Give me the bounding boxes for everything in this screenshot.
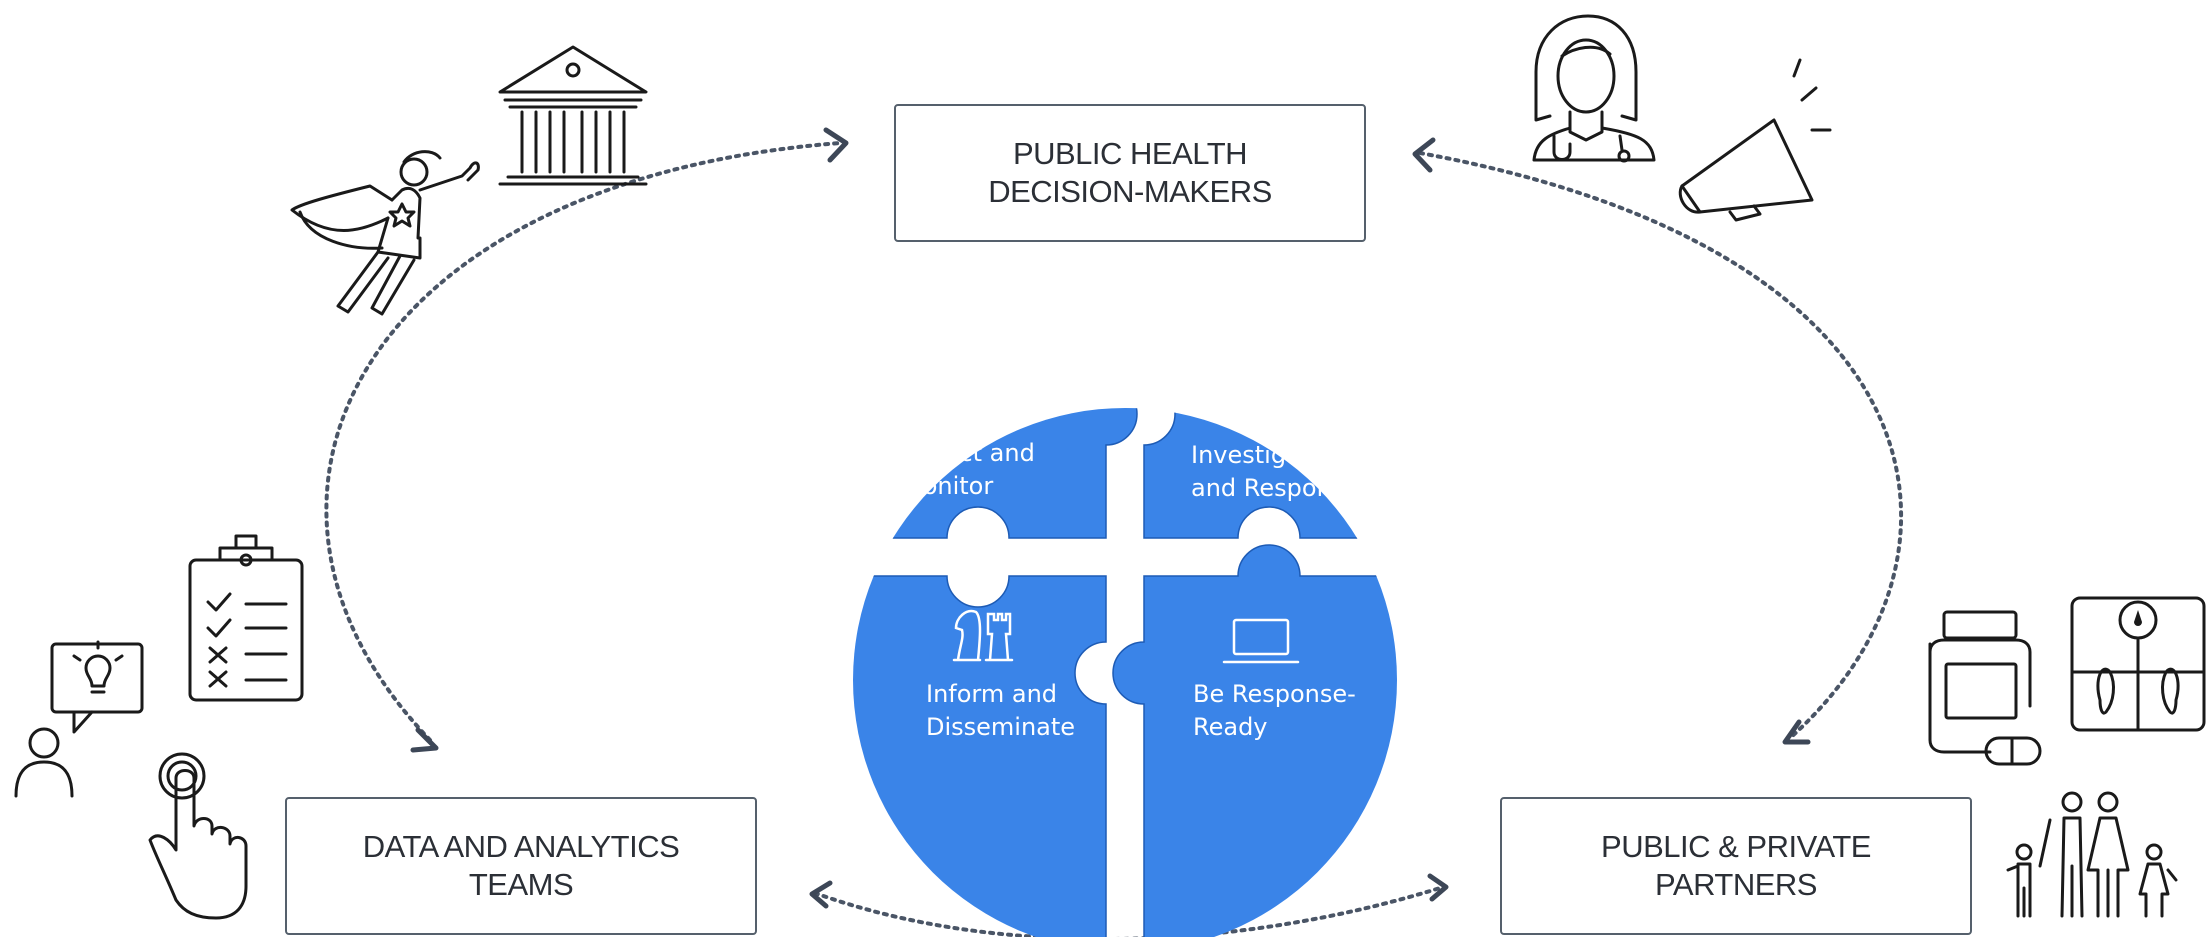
family-icon — [2006, 791, 2178, 918]
decision-makers-line1: PUBLIC HEALTH — [1012, 136, 1248, 171]
medicine-bottle-icon — [1928, 610, 2042, 766]
data-analytics-line2: TEAMS — [468, 867, 574, 902]
arrowhead-bottom-left — [809, 880, 833, 909]
arrowhead-top-right — [1412, 137, 1436, 173]
puzzle-piece-response — [1112, 544, 1397, 937]
decision-makers-box: PUBLIC HEALTH DECISION-MAKERS — [894, 104, 1366, 242]
doctor-icon — [1532, 14, 1656, 163]
arrow-left-to-top — [324, 141, 842, 742]
chess-icon — [952, 609, 1014, 662]
puzzle-bl-line1: Inform and — [926, 680, 1057, 708]
arrow-top-to-right — [1418, 151, 1904, 740]
partners-line1: PUBLIC & PRIVATE — [1601, 829, 1871, 864]
government-building-icon — [498, 45, 648, 186]
puzzle-tl-line1: Detect and — [902, 439, 1035, 467]
puzzle-br-line2: Ready — [1193, 713, 1268, 741]
puzzle-br-line1: Be Response- — [1193, 680, 1356, 708]
puzzle-piece-inform — [853, 575, 1107, 937]
arrowhead-left-bottom — [410, 727, 439, 753]
target-icon — [955, 353, 1016, 417]
partners-line2: PARTNERS — [1655, 867, 1817, 902]
partners-box: PUBLIC & PRIVATE PARTNERS — [1500, 797, 1972, 935]
arrowhead-top-left — [823, 127, 849, 163]
arrowhead-bottom-right — [1427, 873, 1449, 902]
arrowhead-right-bottom — [1782, 719, 1811, 745]
data-analytics-box: DATA AND ANALYTICS TEAMS — [285, 797, 757, 935]
puzzle-tr-line2: and Respond — [1191, 474, 1347, 502]
puzzle-tl-line2: Monitor — [902, 472, 993, 500]
data-analytics-line1: DATA AND ANALYTICS — [362, 829, 680, 864]
weight-scale-icon — [2070, 596, 2206, 732]
megaphone-icon — [1678, 58, 1832, 222]
arrow-left-to-right — [813, 886, 1442, 937]
laptop-icon — [1222, 618, 1300, 664]
clipboard-checklist-icon — [188, 534, 304, 702]
puzzle-tr-line1: Investigate — [1191, 441, 1325, 469]
puzzle-bl-line2: Disseminate — [926, 713, 1075, 741]
decision-makers-line2: DECISION-MAKERS — [988, 174, 1272, 209]
superhero-icon — [290, 150, 480, 316]
person-idea-icon — [14, 640, 144, 798]
lightbulb-icon — [1230, 355, 1280, 424]
hand-touch-icon — [148, 752, 248, 920]
